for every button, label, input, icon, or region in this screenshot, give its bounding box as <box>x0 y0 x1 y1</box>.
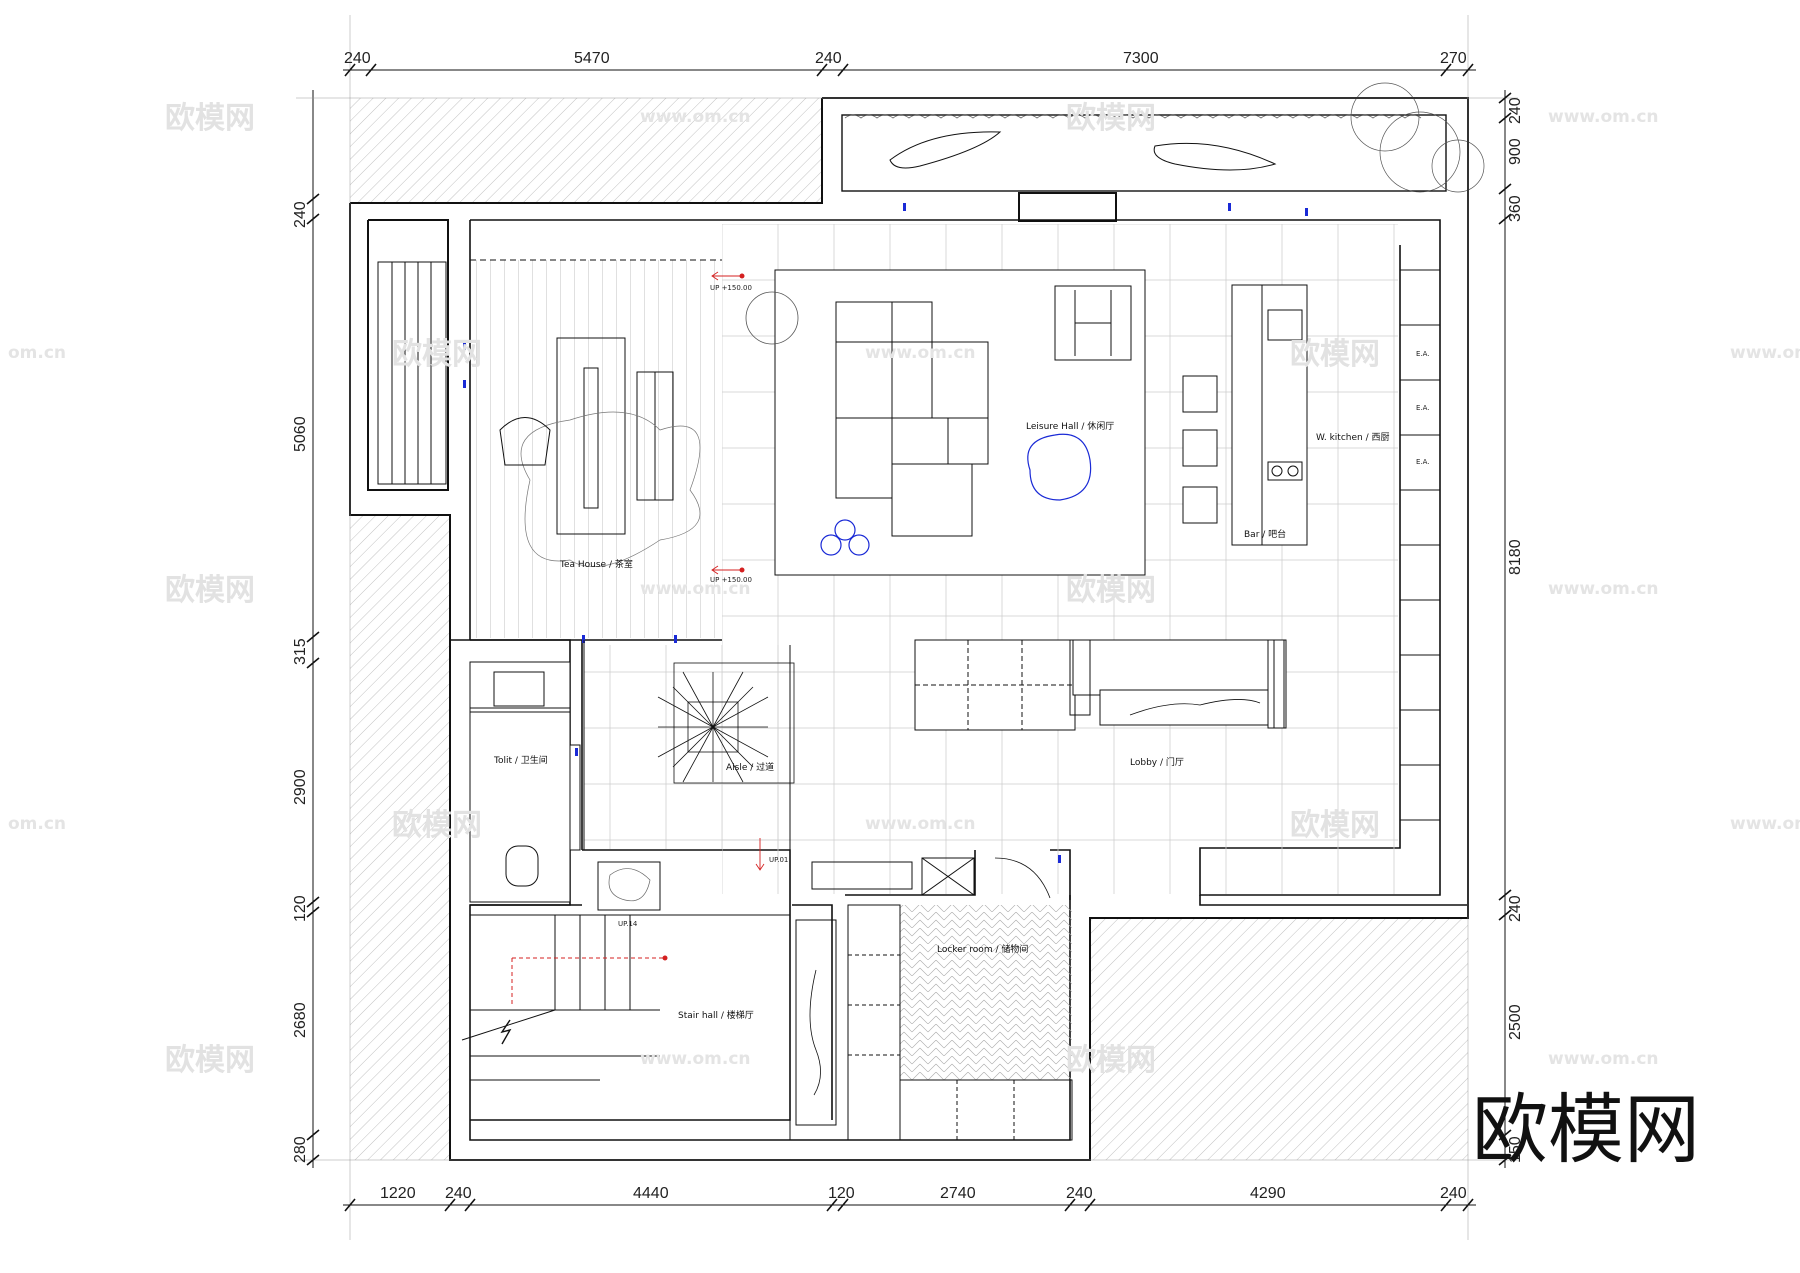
watermark-brand: 欧模网 <box>165 1043 255 1078</box>
watermark-url: www.om.cn <box>1548 107 1659 127</box>
dimension-lines <box>296 15 1518 1240</box>
watermark-url: www.om.cn <box>1548 579 1659 599</box>
watermark-brand: 欧模网 <box>1066 101 1156 136</box>
kitchen-bar <box>1182 269 1440 821</box>
dim-bottom-1: 1220 <box>380 1185 416 1202</box>
dim-right-6: 2500 <box>1507 1004 1524 1040</box>
stair-hall-stairs <box>461 861 837 1141</box>
dim-right-4: 8180 <box>1507 539 1524 575</box>
room-label-locker-room: Locker room / 储物间 <box>937 943 1028 955</box>
watermark-url: www.om.cn <box>640 107 751 127</box>
dim-bottom-2: 240 <box>445 1185 472 1202</box>
dim-top-3: 240 <box>815 50 842 67</box>
interior-walls <box>450 219 1468 1141</box>
dim-left-5: 120 <box>292 895 309 922</box>
watermark-url: www.om.cn <box>640 1049 751 1069</box>
annotation-ea-3: E.A. <box>1416 458 1430 466</box>
room-label-toilet: Tolit / 卫生间 <box>493 754 548 766</box>
dim-bottom-5: 2740 <box>940 1185 976 1202</box>
exterior-hatch-left <box>350 515 450 1160</box>
dim-left-3: 315 <box>292 638 309 665</box>
dimension-ticks <box>306 63 1512 1212</box>
dim-left-4: 2900 <box>292 769 309 805</box>
room-label-stair-hall: Stair hall / 楼梯厅 <box>678 1009 754 1021</box>
garden-planter <box>841 82 1485 193</box>
watermark-url: www.om.cn <box>1730 343 1800 363</box>
watermark-url: www.om.cn <box>1548 1049 1659 1069</box>
annotation-up-stair: UP.14 <box>618 920 638 928</box>
watermark-brand: 欧模网 <box>1290 808 1380 843</box>
watermark-logo: 欧模网 <box>1472 1085 1700 1174</box>
lobby-furniture <box>914 639 1287 731</box>
dim-left-2: 5060 <box>292 416 309 452</box>
door-markers <box>463 203 1308 863</box>
dim-top-2: 5470 <box>574 50 610 67</box>
watermark-brand: 欧模网 <box>1066 1043 1156 1078</box>
up-arrows <box>711 271 765 871</box>
aisle-chandelier <box>657 662 795 784</box>
locker-room-floor <box>900 905 1072 1080</box>
dim-bottom-4: 120 <box>828 1185 855 1202</box>
tea-house-fixtures <box>377 259 722 567</box>
room-label-lobby: Lobby / 门厅 <box>1130 756 1184 768</box>
annotation-up-lobby: UP.01 <box>769 856 788 864</box>
dim-bottom-3: 4440 <box>633 1185 669 1202</box>
partitions <box>583 639 1285 850</box>
watermark-url: www.om.cn <box>640 579 751 599</box>
room-label-bar: Bar / 吧台 <box>1244 528 1286 540</box>
toilet-fixtures <box>469 661 581 903</box>
watermark-brand: 欧模网 <box>165 101 255 136</box>
watermark-url: www.om.cn <box>865 343 976 363</box>
dim-bottom-8: 240 <box>1440 1185 1467 1202</box>
leisure-hall-furniture <box>745 269 1146 576</box>
room-label-aisle: Aisle / 过道 <box>726 761 774 773</box>
watermark-url-partial: om.cn <box>8 343 66 363</box>
watermark-url-partial: om.cn <box>8 814 66 834</box>
dim-left-7: 280 <box>292 1136 309 1163</box>
dim-bottom-6: 240 <box>1066 1185 1093 1202</box>
watermark-url: www.om.cn <box>865 814 976 834</box>
dim-right-3: 360 <box>1507 195 1524 222</box>
watermark-url: www.om.cn <box>1730 814 1800 834</box>
dim-left-1: 240 <box>292 201 309 228</box>
tea-house-floor <box>472 260 720 638</box>
dim-top-1: 240 <box>344 50 371 67</box>
exterior-hatch-top-left <box>350 98 822 203</box>
watermark-brand: 欧模网 <box>392 808 482 843</box>
dim-right-1: 240 <box>1507 97 1524 124</box>
room-label-tea-house: Tea House / 茶室 <box>559 558 633 570</box>
annotation-up-tea-1: UP +150.00 <box>710 284 752 292</box>
dim-right-7: 150 <box>1507 1136 1524 1163</box>
watermark-brand: 欧模网 <box>392 337 482 372</box>
locker-room-cabinets <box>811 857 1073 1141</box>
annotation-ea-2: E.A. <box>1416 404 1430 412</box>
dim-bottom-7: 4290 <box>1250 1185 1286 1202</box>
dim-left-6: 2680 <box>292 1002 309 1038</box>
watermark-brand: 欧模网 <box>1290 337 1380 372</box>
watermark-brand: 欧模网 <box>165 573 255 608</box>
dim-top-4: 7300 <box>1123 50 1159 67</box>
watermark-layer: 欧模网 欧模网 欧模网 欧模网 欧模网 欧模网 欧模网 欧模网 欧模网 欧模网 … <box>8 101 1800 1078</box>
annotation-up-tea-2: UP +150.00 <box>710 576 752 584</box>
annotation-ea-1: E.A. <box>1416 350 1430 358</box>
aisle-floor-tiles <box>584 645 790 849</box>
dim-right-2: 900 <box>1507 138 1524 165</box>
dim-top-5: 270 <box>1440 50 1467 67</box>
watermark-brand: 欧模网 <box>1066 573 1156 608</box>
room-label-w-kitchen: W. kitchen / 西厨 <box>1316 432 1389 443</box>
exterior-hatch-bottom-right <box>1090 918 1468 1160</box>
room-label-leisure-hall: Leisure Hall / 休闲厅 <box>1026 420 1114 432</box>
dim-right-5: 240 <box>1507 895 1524 922</box>
